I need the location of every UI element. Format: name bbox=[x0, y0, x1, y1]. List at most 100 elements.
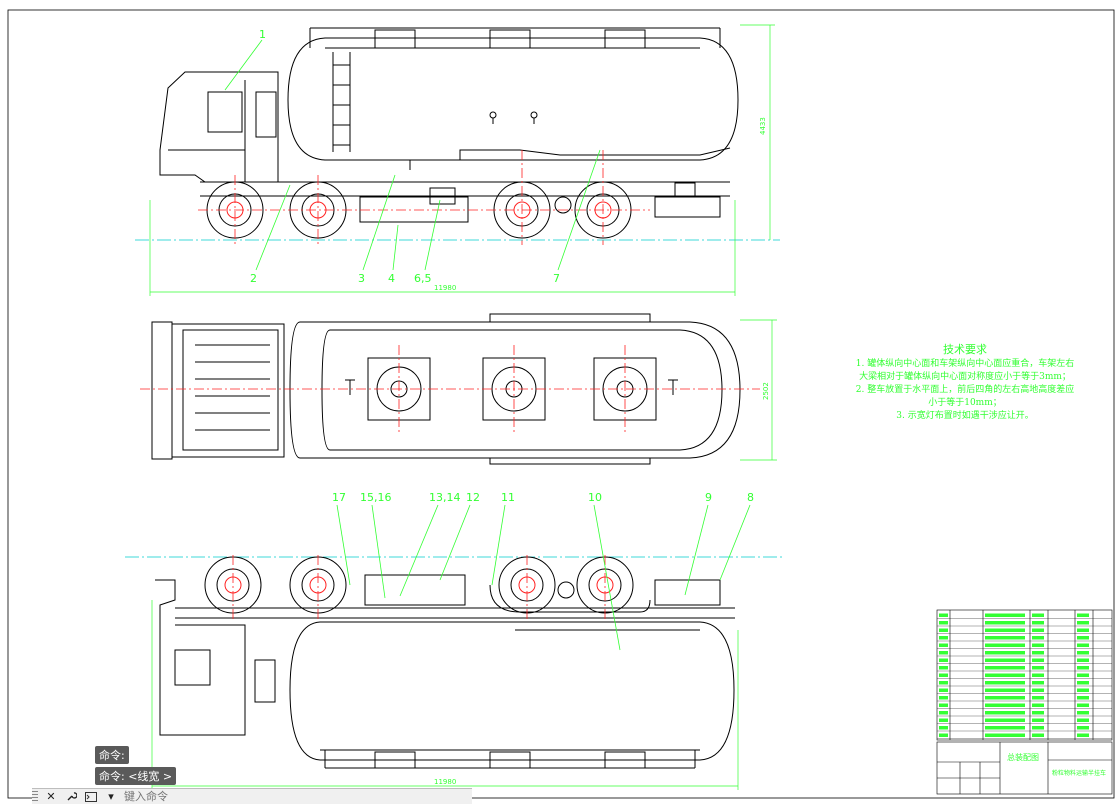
side-view-centerlines bbox=[198, 150, 650, 245]
parts-list-cell-mark bbox=[1077, 658, 1089, 662]
parts-list-cell-mark bbox=[939, 688, 948, 692]
drag-handle-icon[interactable] bbox=[32, 790, 38, 803]
parts-list-cell-mark bbox=[939, 703, 948, 707]
tech-req-line: 1. 罐体纵向中心面和车架纵向中心面应重合，车架左右 bbox=[855, 359, 1075, 369]
parts-list-cell-mark bbox=[985, 718, 1025, 722]
parts-list-cell-mark bbox=[939, 643, 948, 647]
parts-list-cell-mark bbox=[939, 718, 948, 722]
command-prompt-icon[interactable] bbox=[84, 790, 98, 803]
parts-list-cell-mark bbox=[1032, 658, 1044, 662]
tech-req-line: 大梁相对于罐体纵向中心面对称度应小于等于3mm； bbox=[859, 372, 1071, 382]
parts-list-cell-mark bbox=[985, 666, 1025, 670]
command-bar: ✕ ▾ bbox=[32, 788, 472, 804]
parts-list-cell-mark bbox=[985, 658, 1025, 662]
close-icon[interactable]: ✕ bbox=[46, 790, 56, 803]
parts-list-cell-mark bbox=[939, 628, 948, 632]
parts-list-cell-mark bbox=[1077, 711, 1089, 715]
parts-list-cell-mark bbox=[985, 733, 1025, 737]
title-block bbox=[936, 741, 1113, 795]
parts-list-cell-mark bbox=[1032, 681, 1044, 685]
top-dimension-lines bbox=[740, 319, 777, 461]
parts-list-rows bbox=[937, 613, 1112, 739]
side-leaders bbox=[224, 39, 601, 271]
parts-list-cell-mark bbox=[1032, 711, 1044, 715]
callout-3: 3 bbox=[358, 272, 365, 285]
command-history-line: 命令: bbox=[95, 746, 129, 764]
parts-list-cell-mark bbox=[1077, 733, 1089, 737]
parts-list-cell-mark bbox=[1077, 636, 1089, 640]
parts-list-cell-mark bbox=[939, 636, 948, 640]
parts-list-cell-mark bbox=[1032, 726, 1044, 730]
parts-list-cell-mark bbox=[1077, 718, 1089, 722]
callout-7: 7 bbox=[553, 272, 560, 285]
parts-list-cell-mark bbox=[1032, 733, 1044, 737]
parts-list-cell-mark bbox=[985, 726, 1025, 730]
parts-list-cell-mark bbox=[939, 696, 948, 700]
chevron-down-icon[interactable]: ▾ bbox=[108, 790, 114, 803]
parts-list-cell-mark bbox=[939, 651, 948, 655]
command-history-line: 命令: <线宽 > bbox=[95, 767, 177, 785]
callout-8: 8 bbox=[747, 491, 754, 504]
parts-list-cell-mark bbox=[985, 643, 1025, 647]
callout-15-16: 15,16 bbox=[360, 491, 392, 504]
parts-list-cell-mark bbox=[1032, 643, 1044, 647]
tech-req-title: 技术要求 bbox=[943, 343, 987, 356]
top-view-centerlines bbox=[140, 345, 760, 435]
tech-req-line: 小于等于10mm； bbox=[928, 398, 1002, 408]
title-block-drawing-name: 总装配图 bbox=[1007, 752, 1039, 762]
callout-4: 4 bbox=[388, 272, 395, 285]
parts-list-cell-mark bbox=[939, 658, 948, 662]
callout-9: 9 bbox=[705, 491, 712, 504]
parts-list-cell-mark bbox=[1032, 666, 1044, 670]
parts-list-cell-mark bbox=[1032, 688, 1044, 692]
side-view bbox=[159, 27, 739, 239]
parts-list-cell-mark bbox=[1077, 726, 1089, 730]
bottom-length-dimension: 11980 bbox=[434, 778, 456, 786]
callout-2: 2 bbox=[250, 272, 257, 285]
parts-list-cell-mark bbox=[1077, 628, 1089, 632]
bottom-view-centerlines bbox=[232, 555, 606, 620]
parts-list bbox=[936, 609, 1113, 741]
parts-list-cell-mark bbox=[1032, 636, 1044, 640]
parts-list-cell-mark bbox=[1032, 718, 1044, 722]
drawing-border bbox=[7, 9, 1115, 799]
parts-list-cell-mark bbox=[985, 681, 1025, 685]
parts-list-cell-mark bbox=[1077, 621, 1089, 625]
wrench-icon[interactable] bbox=[64, 790, 78, 803]
bottom-view bbox=[155, 556, 735, 769]
parts-list-cell-mark bbox=[1032, 613, 1044, 617]
parts-list-cell-mark bbox=[985, 613, 1025, 617]
parts-list-cell-mark bbox=[985, 636, 1025, 640]
parts-list-cell-mark bbox=[939, 711, 948, 715]
parts-list-cell-mark bbox=[1032, 673, 1044, 677]
parts-list-cell-mark bbox=[1077, 613, 1089, 617]
parts-list-cell-mark bbox=[1077, 696, 1089, 700]
command-input[interactable] bbox=[124, 790, 424, 803]
parts-list-cell-mark bbox=[1077, 651, 1089, 655]
callout-13-14: 13,14 bbox=[429, 491, 461, 504]
side-height-dimension: 4433 bbox=[759, 117, 767, 135]
parts-list-cell-mark bbox=[1077, 703, 1089, 707]
parts-list-cell-mark bbox=[939, 681, 948, 685]
parts-list-cell-mark bbox=[939, 733, 948, 737]
parts-list-cell-mark bbox=[1032, 703, 1044, 707]
tech-req-line: 2. 整车放置于水平面上，前后四角的左右高地高度差应 bbox=[855, 385, 1075, 395]
parts-list-cell-mark bbox=[939, 666, 948, 670]
parts-list-cell-mark bbox=[985, 651, 1025, 655]
parts-list-cell-mark bbox=[1032, 628, 1044, 632]
bottom-dimension-lines bbox=[151, 600, 739, 790]
callout-11: 11 bbox=[501, 491, 515, 504]
tech-req-line: 3. 示宽灯布置时如遇干涉应让开。 bbox=[896, 411, 1034, 421]
parts-list-cell-mark bbox=[939, 673, 948, 677]
side-dimension-lines bbox=[149, 24, 775, 296]
parts-list-cell-mark bbox=[985, 628, 1025, 632]
callout-1: 1 bbox=[259, 28, 266, 41]
parts-list-cell-mark bbox=[985, 621, 1025, 625]
top-width-dimension: 2502 bbox=[762, 382, 770, 400]
callout-10: 10 bbox=[588, 491, 602, 504]
bottom-leaders bbox=[336, 504, 751, 651]
callout-6-5: 6,5 bbox=[414, 272, 432, 285]
parts-list-cell-mark bbox=[939, 621, 948, 625]
parts-list-cell-mark bbox=[985, 711, 1025, 715]
